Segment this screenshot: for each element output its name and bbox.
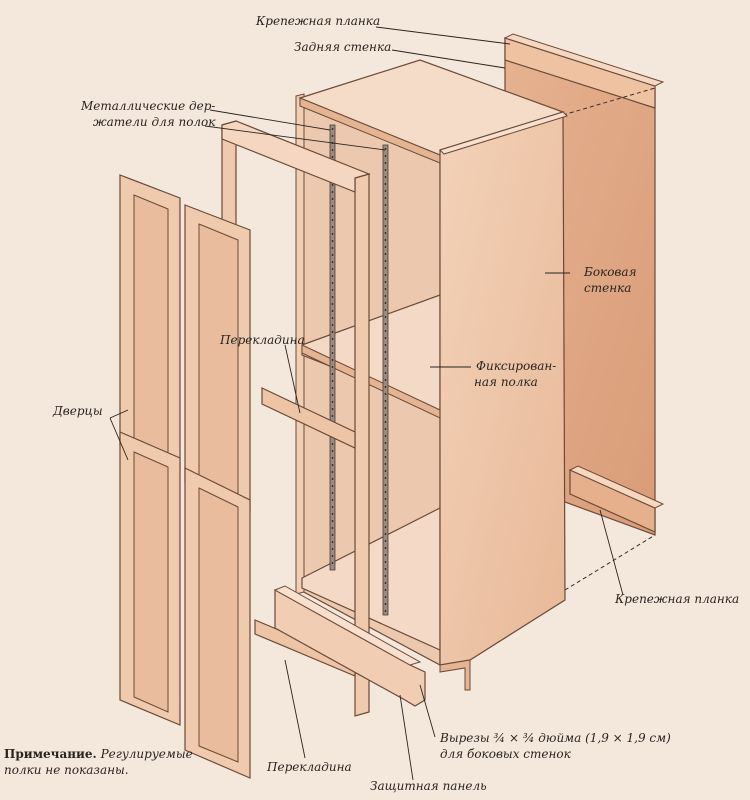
label-crossbar-lower: Перекладина [267, 760, 352, 774]
label-top-rail: Крепежная планка [256, 14, 381, 28]
bottom-rail [568, 465, 665, 533]
label-back-panel: Задняя стенка [294, 40, 392, 54]
metal-shelf-supports [329, 124, 389, 616]
label-kick-panel: Защитная панель [370, 779, 487, 793]
label-notches-line2: для боковых стенок [440, 747, 571, 761]
cabinet-carcass [295, 59, 568, 691]
label-notches-line1: Вырезы ¾ × ¾ дюйма (1,9 × 1,9 см) [440, 731, 671, 745]
label-crossbar-upper: Перекладина [220, 333, 305, 347]
label-side-panel-line1: Боковая [584, 265, 637, 279]
label-shelf-supports-line1: Металлические дер- [81, 99, 216, 113]
doors [119, 174, 251, 779]
label-fixed-shelf-line2: ная полка [474, 375, 538, 389]
label-shelf-supports-line2: жатели для полок [93, 115, 216, 129]
label-bottom-rail: Крепежная планка [615, 592, 740, 606]
label-side-panel-line2: стенка [584, 281, 632, 295]
footnote: Примечание. Регулируемые полки не показа… [4, 746, 244, 778]
label-fixed-shelf-line1: Фиксирован- [476, 359, 557, 373]
top-rail [503, 33, 665, 109]
label-doors: Дверцы [53, 404, 103, 418]
kick-panel [273, 585, 426, 707]
footnote-text-line2: полки не показаны. [4, 763, 129, 777]
leader-lines [109, 26, 624, 781]
footnote-title: Примечание. [4, 747, 97, 761]
footnote-text-line1: Регулируемые [100, 747, 193, 761]
